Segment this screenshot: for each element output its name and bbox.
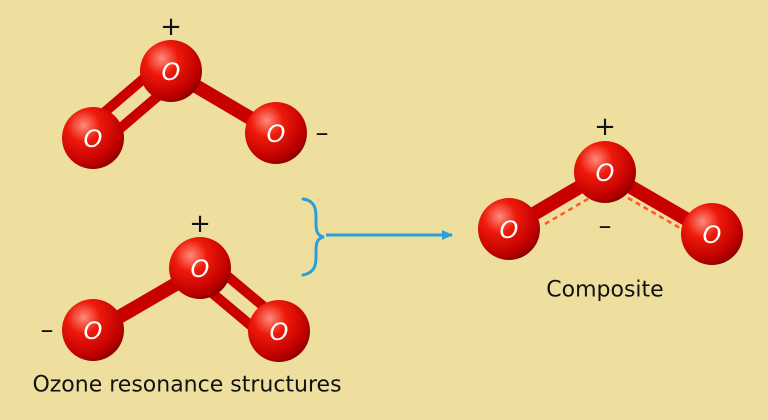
oxygen-atom: O <box>62 299 124 361</box>
oxygen-atom: O <box>245 102 307 164</box>
atom-label: O <box>84 317 103 345</box>
negative-charge: – <box>41 315 54 345</box>
negative-charge: – <box>599 211 612 241</box>
oxygen-atom: O <box>169 237 231 299</box>
resonance-caption: Ozone resonance structures <box>32 373 341 398</box>
positive-charge: + <box>594 112 616 142</box>
curly-brace-icon <box>301 197 325 277</box>
oxygen-atom: O <box>681 203 743 265</box>
atom-label: O <box>703 221 722 249</box>
positive-charge: + <box>189 209 211 239</box>
oxygen-atom: O <box>140 40 202 102</box>
oxygen-atom: O <box>62 107 124 169</box>
composite-caption: Composite <box>546 278 663 303</box>
atom-label: O <box>191 255 210 283</box>
atom-label: O <box>267 120 286 148</box>
resonance-structure-1: O O O + – <box>62 12 329 169</box>
atom-label: O <box>162 58 181 86</box>
atom-label: O <box>84 125 103 153</box>
composite-structure: O O O + – <box>478 112 743 265</box>
atom-label: O <box>596 159 615 187</box>
oxygen-atom: O <box>248 300 310 362</box>
atom-label: O <box>500 216 519 244</box>
oxygen-atom: O <box>574 141 636 203</box>
oxygen-atom: O <box>478 198 540 260</box>
negative-charge: – <box>316 118 329 148</box>
positive-charge: + <box>160 12 182 42</box>
resonance-structure-2: O O O + – <box>41 209 310 362</box>
atom-label: O <box>270 318 289 346</box>
